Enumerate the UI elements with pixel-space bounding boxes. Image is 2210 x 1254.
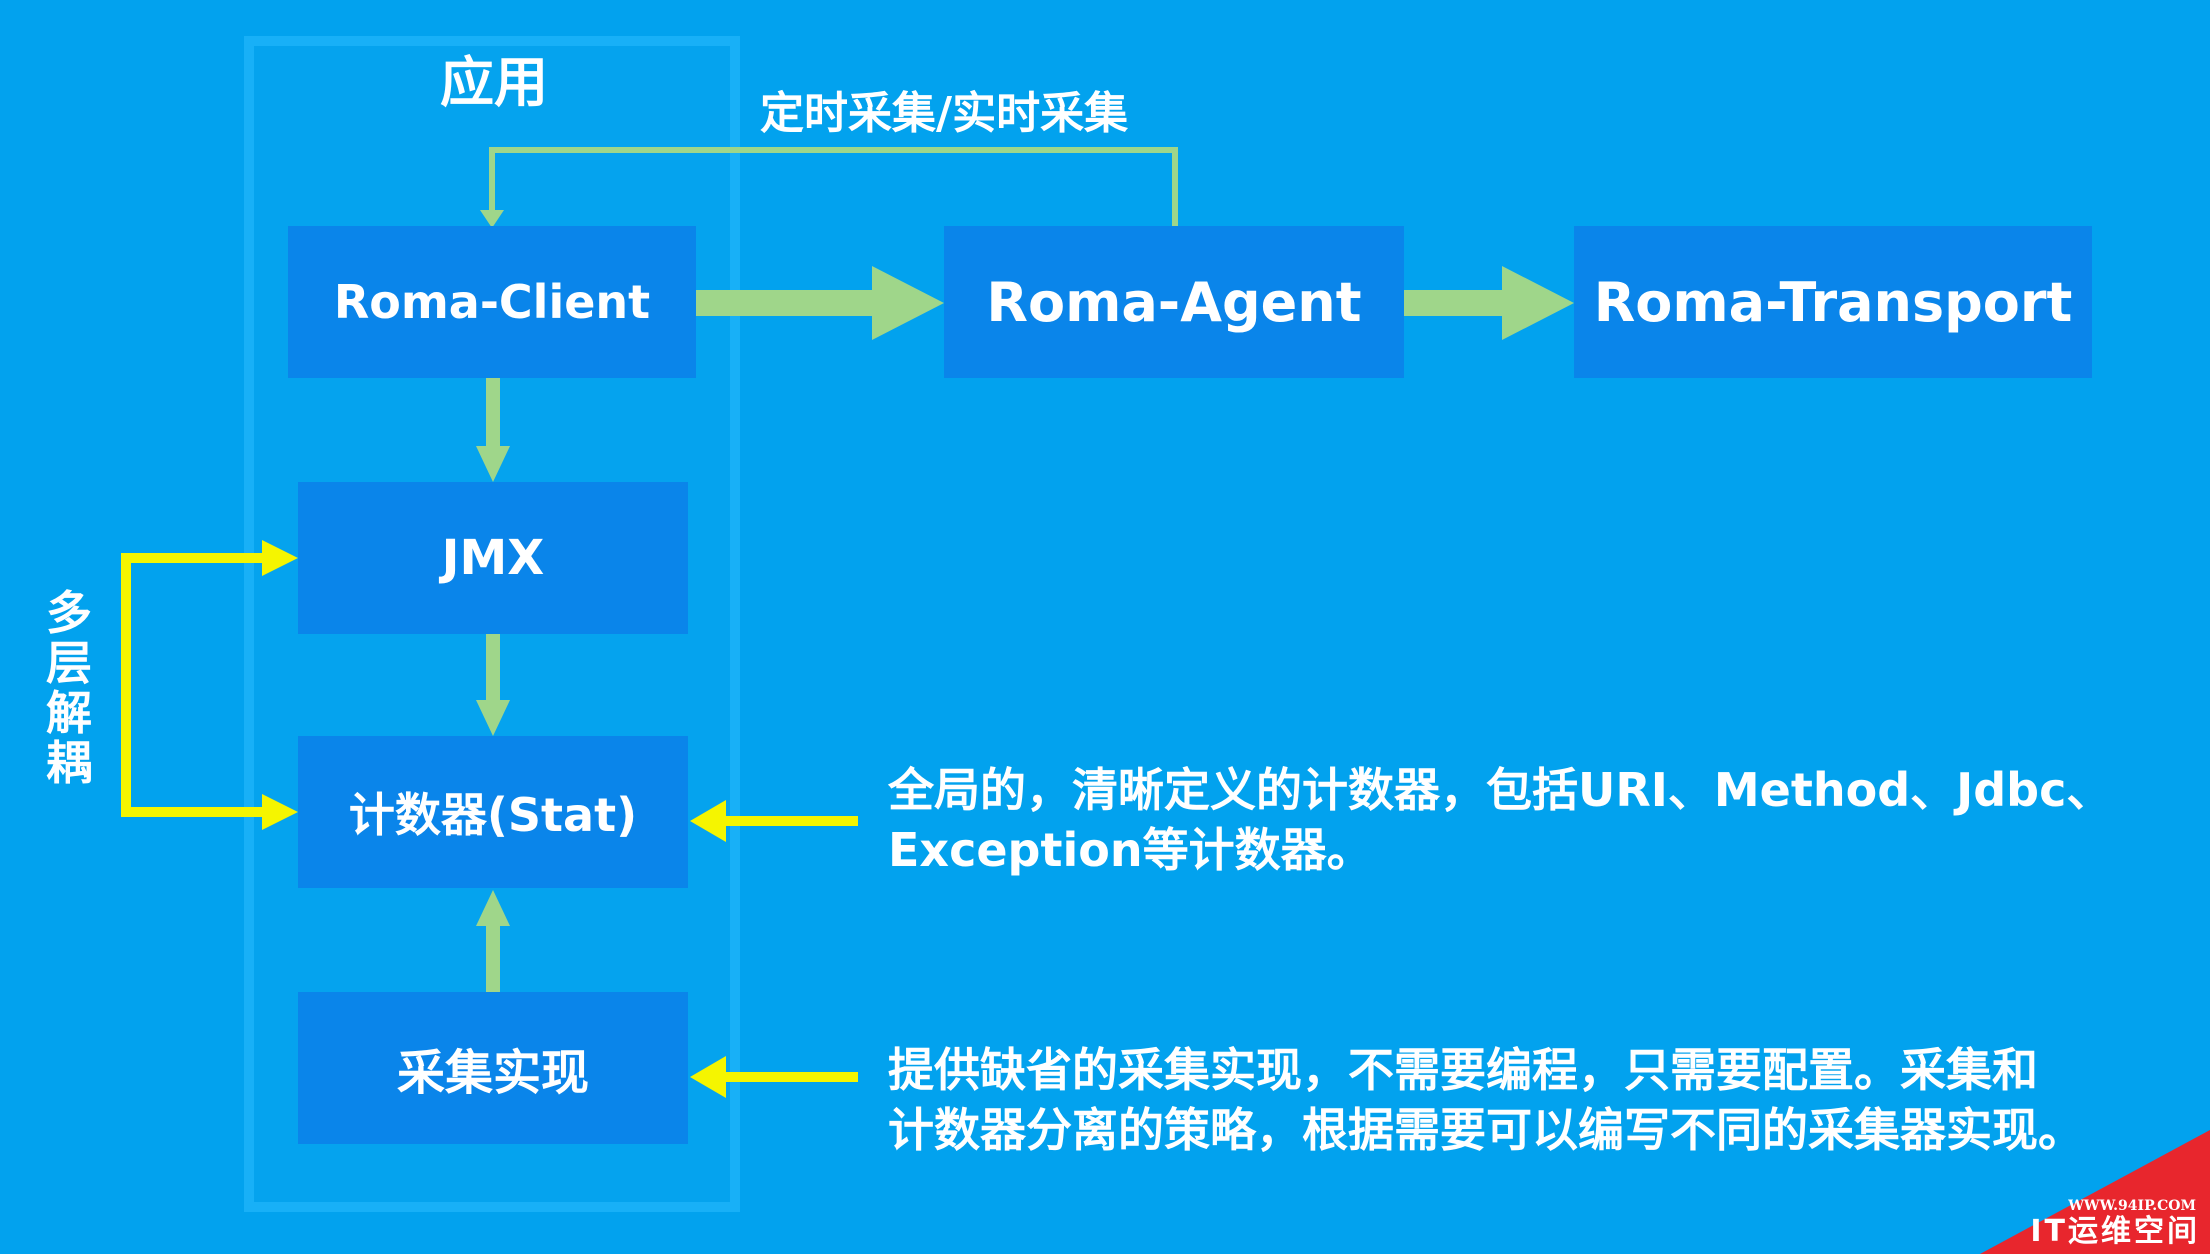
- client-to-jmx-arrow-shaft: [486, 378, 500, 448]
- client-to-agent-arrow-shaft: [696, 290, 874, 316]
- decouple-arrow-jmx-head: [262, 540, 298, 576]
- roma-transport-node: Roma-Transport: [1574, 226, 2092, 378]
- impl-desc-arrow-shaft: [720, 1072, 858, 1082]
- impl-to-stat-arrow-head: [476, 890, 510, 926]
- application-container: [244, 36, 740, 1212]
- decouple-bracket: [121, 553, 268, 817]
- stat-description: 全局的，清晰定义的计数器，包括URI、Method、Jdbc、 Exceptio…: [888, 760, 2112, 880]
- multi-layer-decouple-label: 多层解耦: [46, 586, 92, 790]
- impl-description: 提供缺省的采集实现，不需要编程，只需要配置。采集和 计数器分离的策略，根据需要可…: [888, 1040, 2084, 1160]
- roma-client-node: Roma-Client: [288, 226, 696, 378]
- impl-desc-arrow-head: [690, 1056, 726, 1098]
- impl-to-stat-arrow-shaft: [486, 924, 500, 992]
- stat-description-line-2: Exception等计数器。: [888, 823, 1373, 877]
- timer-feedback-line: [489, 147, 1178, 226]
- jmx-node: JMX: [298, 482, 688, 634]
- impl-description-line-1: 提供缺省的采集实现，不需要编程，只需要配置。采集和: [888, 1043, 2038, 1097]
- stat-description-line-1: 全局的，清晰定义的计数器，包括URI、Method、Jdbc、: [888, 763, 2113, 817]
- impl-description-line-2: 计数器分离的策略，根据需要可以编写不同的采集器实现。: [888, 1103, 2084, 1157]
- agent-to-transport-arrow-head: [1502, 266, 1574, 340]
- collection-impl-node: 采集实现: [298, 992, 688, 1144]
- watermark-logo: WWW.94IP.COM IT运维空间: [1980, 1130, 2210, 1254]
- timer-feedback-arrowhead: [480, 210, 504, 228]
- application-label: 应用: [440, 51, 548, 114]
- client-to-jmx-arrow-head: [476, 446, 510, 482]
- jmx-to-stat-arrow-shaft: [486, 634, 500, 702]
- stat-counter-node: 计数器(Stat): [298, 736, 688, 888]
- watermark-url: WWW.94IP.COM: [2068, 1198, 2196, 1214]
- watermark-name: IT运维空间: [2030, 1214, 2200, 1249]
- decouple-arrow-stat-head: [262, 794, 298, 830]
- jmx-to-stat-arrow-head: [476, 700, 510, 736]
- client-to-agent-arrow-head: [872, 266, 944, 340]
- stat-desc-arrow-head: [690, 800, 726, 842]
- watermark-triangle: [1980, 1130, 2210, 1254]
- stat-desc-arrow-shaft: [720, 816, 858, 826]
- timer-collection-label: 定时采集/实时采集: [760, 88, 1129, 139]
- roma-agent-node: Roma-Agent: [944, 226, 1404, 378]
- agent-to-transport-arrow-shaft: [1404, 290, 1504, 316]
